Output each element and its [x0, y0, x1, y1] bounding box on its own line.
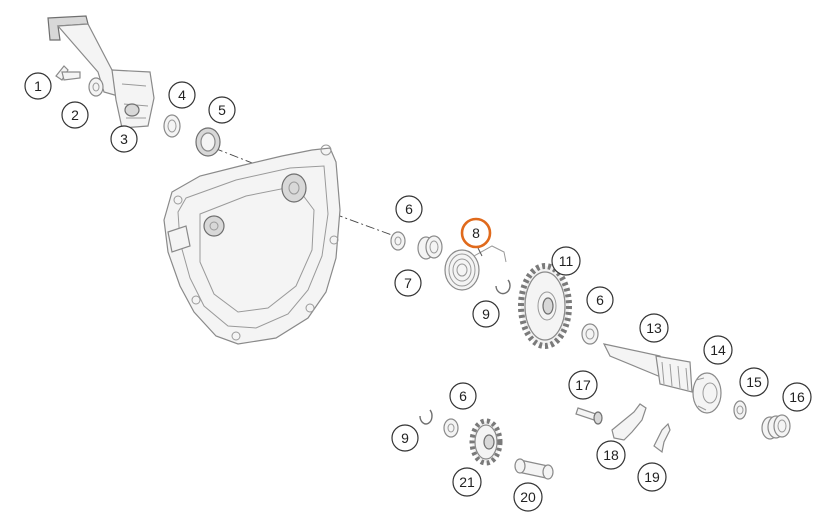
engine-cover-housing	[163, 144, 341, 345]
callout-label: 18	[603, 447, 619, 463]
callout-19[interactable]: 19	[637, 462, 667, 492]
bushing-part	[417, 235, 443, 260]
callout-label: 2	[71, 107, 79, 123]
callout-label: 7	[404, 275, 412, 291]
callout-15[interactable]: 15	[739, 367, 769, 397]
shaft-seal-part	[195, 127, 221, 157]
callout-11[interactable]: 11	[551, 246, 581, 276]
callout-7[interactable]: 7	[394, 269, 422, 297]
thrust-washer-part	[443, 418, 459, 438]
callout-1[interactable]: 1	[24, 72, 52, 100]
callout-9-lower[interactable]: 9	[391, 424, 419, 452]
callout-label: 21	[459, 474, 475, 490]
callout-label: 6	[405, 201, 413, 217]
kickstarter-shaft-part	[602, 343, 693, 393]
bolt-part	[55, 65, 81, 81]
screw-part	[575, 407, 603, 425]
ratchet-gear-part	[692, 372, 722, 414]
callout-9-upper[interactable]: 9	[472, 300, 500, 328]
kick-starter-lever	[47, 15, 155, 129]
callout-label: 16	[789, 389, 805, 405]
callout-label: 9	[401, 430, 409, 446]
callout-4[interactable]: 4	[168, 81, 196, 109]
callout-8-highlighted[interactable]: 8	[460, 217, 492, 249]
callout-label: 6	[596, 292, 604, 308]
callout-20[interactable]: 20	[513, 482, 543, 512]
ring-part	[163, 114, 181, 138]
callout-label: 17	[575, 377, 591, 393]
callout-label: 4	[178, 87, 186, 103]
callout-2[interactable]: 2	[61, 101, 89, 129]
thrust-washer-part	[581, 323, 599, 345]
thrust-washer-part	[390, 231, 406, 251]
callout-14[interactable]: 14	[703, 335, 733, 365]
washer-part	[733, 400, 747, 420]
callout-label: 15	[746, 374, 762, 390]
leader-lines	[477, 247, 483, 257]
snap-ring-part	[495, 279, 511, 295]
callout-5[interactable]: 5	[208, 96, 236, 124]
callout-label: 13	[646, 320, 662, 336]
callout-3[interactable]: 3	[110, 125, 138, 153]
callout-label: 19	[644, 469, 660, 485]
callout-label: 1	[34, 78, 42, 94]
callout-label: 14	[710, 342, 726, 358]
idler-gear-part	[469, 418, 503, 466]
assembly-axis-line	[213, 147, 401, 239]
kickstarter-gear-part	[518, 263, 572, 349]
callout-21[interactable]: 21	[452, 467, 482, 497]
callout-label: 20	[520, 489, 536, 505]
callout-6-mid[interactable]: 6	[586, 286, 614, 314]
washer-part	[88, 77, 104, 97]
callout-17[interactable]: 17	[568, 370, 598, 400]
guide-plate-part	[611, 403, 647, 441]
compression-spring-part	[761, 414, 791, 440]
stop-lever-part	[653, 422, 671, 454]
callout-label: 11	[559, 253, 574, 269]
idler-shaft-part	[514, 458, 554, 480]
callout-18[interactable]: 18	[596, 440, 626, 470]
callout-label: 8	[472, 225, 480, 241]
callout-label: 6	[459, 388, 467, 404]
callout-16[interactable]: 16	[782, 382, 812, 412]
callout-label: 9	[482, 306, 490, 322]
snap-ring-part	[419, 409, 433, 425]
callout-6-lower[interactable]: 6	[449, 382, 477, 410]
kickstarter-spring-part	[444, 245, 507, 291]
callout-13[interactable]: 13	[639, 313, 669, 343]
callout-label: 3	[120, 131, 128, 147]
callout-6-upper[interactable]: 6	[395, 195, 423, 223]
callout-label: 5	[218, 102, 226, 118]
